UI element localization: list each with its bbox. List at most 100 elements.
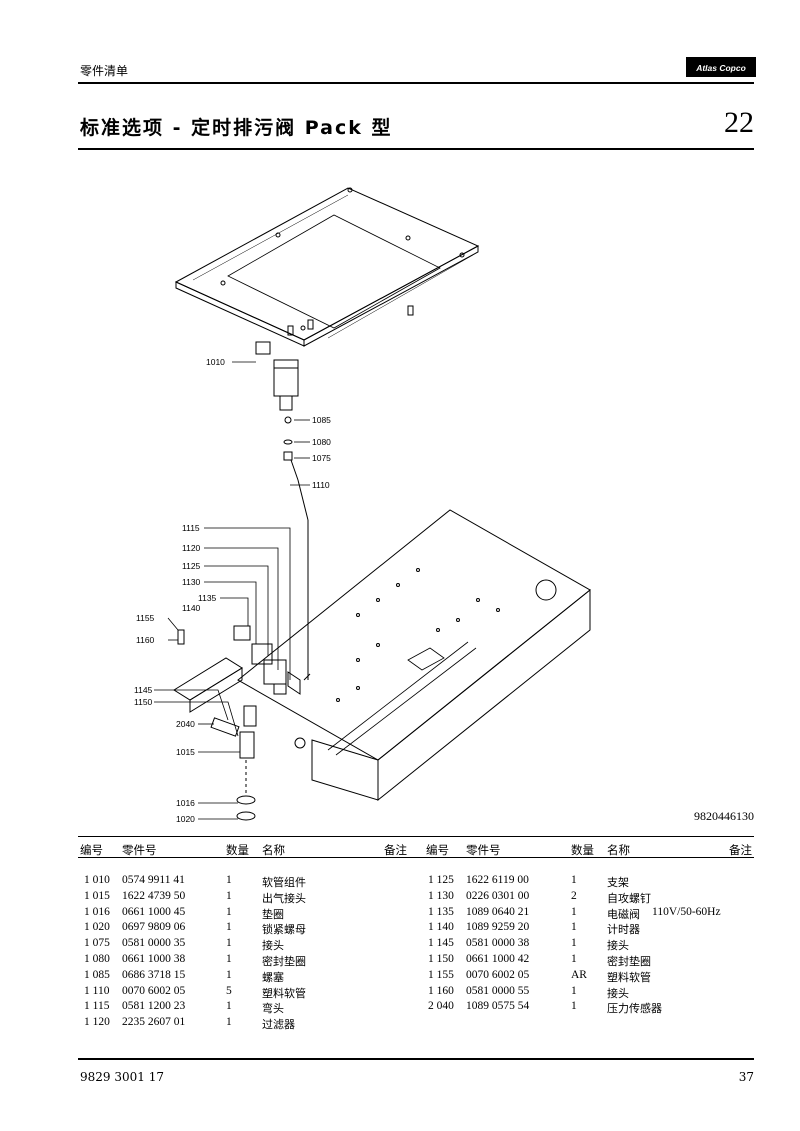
cell-part: 0070 6002 05 xyxy=(122,984,186,997)
cell-qty: AR xyxy=(571,968,587,981)
cell-qty: 1 xyxy=(226,1000,232,1013)
callout-1020: 1020 xyxy=(176,814,195,824)
cell-ref: 1 075 xyxy=(84,937,110,950)
cell-ref: 1 016 xyxy=(84,905,110,918)
cell-qty: 5 xyxy=(226,984,232,997)
cell-name: 接头 xyxy=(607,939,629,953)
cell-name: 密封垫圈 xyxy=(607,955,651,968)
top-plate xyxy=(174,187,480,347)
cell-note: 110V/50-60Hz xyxy=(652,905,721,918)
col-qty-left: 数量 xyxy=(226,843,249,857)
cell-name: 弯头 xyxy=(262,1002,284,1016)
cell-part: 0686 3718 15 xyxy=(122,968,186,981)
table-row: 1 080 0661 1000 38 1 密封垫圈 xyxy=(0,953,800,969)
cell-qty: 1 xyxy=(226,1016,232,1029)
cell-name: 螺塞 xyxy=(262,970,284,984)
callout-1010: 1010 xyxy=(206,357,225,367)
cell-qty: 1 xyxy=(226,921,232,934)
cell-part: 0581 0000 38 xyxy=(466,937,530,950)
callout-1085: 1085 xyxy=(312,415,331,425)
cell-part: 0661 1000 45 xyxy=(122,905,186,918)
cell-name: 软管组件 xyxy=(262,876,306,889)
cell-ref: 1 115 xyxy=(84,1000,110,1013)
callout-1135: 1135 xyxy=(198,593,217,603)
bracket xyxy=(173,629,243,713)
cell-ref: 1 110 xyxy=(84,984,110,997)
title-rule xyxy=(78,148,754,150)
cell-name: 自攻螺钉 xyxy=(607,891,651,905)
cell-qty: 1 xyxy=(226,968,232,981)
cell-ref: 1 125 xyxy=(428,874,454,886)
cell-name: 出气接头 xyxy=(262,891,306,905)
cell-qty: 1 xyxy=(571,984,577,997)
cell-qty: 1 xyxy=(571,874,577,886)
callout-1075: 1075 xyxy=(312,453,331,463)
callout-1150: 1150 xyxy=(134,697,153,707)
cell-ref: 1 085 xyxy=(84,968,110,981)
section-label: 零件清单 xyxy=(80,64,129,78)
col-name-left: 名称 xyxy=(262,843,285,857)
cell-qty: 1 xyxy=(571,937,577,950)
col-ref-right: 编号 xyxy=(426,843,449,857)
callout-1160: 1160 xyxy=(136,635,155,645)
callout-1140: 1140 xyxy=(182,603,201,613)
table-row: 1 160 0581 0000 55 1 接头 xyxy=(0,985,800,1001)
callout-1155: 1155 xyxy=(136,613,155,623)
col-part-right: 零件号 xyxy=(466,843,501,857)
cell-ref: 1 020 xyxy=(84,921,110,934)
cell-name: 计时器 xyxy=(607,923,640,937)
callout-1110: 1110 xyxy=(312,480,330,490)
col-ref-left: 编号 xyxy=(80,843,103,857)
table-header-rule xyxy=(78,857,754,858)
col-name-right: 名称 xyxy=(607,843,630,857)
cell-qty: 2 xyxy=(571,889,577,902)
cell-ref: 1 080 xyxy=(84,953,110,965)
cell-qty: 1 xyxy=(571,921,577,934)
page-number: 37 xyxy=(738,1070,754,1084)
pressure-sensor xyxy=(210,705,257,821)
cell-name: 密封垫圈 xyxy=(262,955,306,968)
cell-ref: 2 040 xyxy=(428,1000,454,1013)
cell-part: 1089 0640 21 xyxy=(466,905,530,918)
cell-name: 垫圈 xyxy=(262,907,284,921)
cell-part: 0697 9809 06 xyxy=(122,921,186,934)
solenoid-valve xyxy=(233,625,311,695)
cell-name: 塑料软管 xyxy=(262,986,306,1000)
cell-part: 0661 1000 38 xyxy=(122,953,186,965)
cell-name: 过滤器 xyxy=(262,1018,295,1032)
table-row: 1 110 0070 6002 05 5 塑料软管 xyxy=(0,985,800,1001)
cell-ref: 1 140 xyxy=(428,921,454,934)
brand-text: Atlas Copco xyxy=(695,63,746,73)
footer-rule xyxy=(78,1058,754,1060)
callout-1015: 1015 xyxy=(176,747,195,757)
cell-part: 2235 2607 01 xyxy=(122,1016,186,1029)
cell-part: 0574 9911 41 xyxy=(122,874,185,886)
callout-1125: 1125 xyxy=(182,561,201,571)
col-qty-right: 数量 xyxy=(571,843,594,857)
cell-qty: 1 xyxy=(571,953,577,965)
cell-qty: 1 xyxy=(571,905,577,918)
cell-name: 接头 xyxy=(607,986,629,1000)
cell-qty: 1 xyxy=(226,874,232,886)
callout-1145: 1145 xyxy=(134,685,153,695)
chapter-number: 22 xyxy=(724,106,754,139)
callout-2040: 2040 xyxy=(176,719,195,729)
callout-1115: 1115 xyxy=(182,523,200,533)
cell-part: 0581 1200 23 xyxy=(122,1000,186,1013)
cell-qty: 1 xyxy=(226,889,232,902)
table-row: 1 115 0581 1200 23 1 弯头 xyxy=(0,1000,800,1016)
cell-ref: 1 160 xyxy=(428,984,454,997)
cell-ref: 1 130 xyxy=(428,889,454,902)
cell-name: 电磁阀 xyxy=(607,907,640,921)
col-part-left: 零件号 xyxy=(122,843,157,857)
cell-part: 1622 6119 00 xyxy=(466,874,529,886)
header-rule xyxy=(78,82,754,84)
cell-part: 0581 0000 55 xyxy=(466,984,530,997)
